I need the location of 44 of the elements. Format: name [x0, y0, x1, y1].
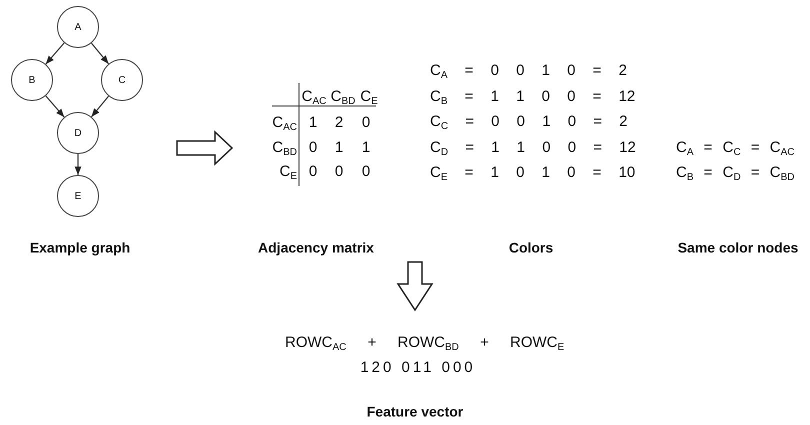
- matrix-header: C$_{E}$: [279, 164, 297, 180]
- color-equation: C$_{B}$ = C$_{D}$ = C$_{BD}$: [676, 164, 795, 182]
- feature-vector-value: 120 011 000: [360, 360, 476, 376]
- matrix-header: C$_{BD}$: [272, 140, 297, 156]
- matrix-value: 0: [308, 164, 318, 180]
- node-label: E: [74, 190, 82, 202]
- color-equation: C$_{C}$ = 0 0 1 0 = 2: [430, 114, 628, 130]
- caption: Feature vector: [366, 404, 464, 420]
- arrow: [45, 42, 65, 65]
- matrix-header: C$_{BD}$: [330, 88, 356, 106]
- color-equation: C$_{A}$ = C$_{C}$ = C$_{AC}$: [676, 140, 795, 156]
- matrix-value: 2: [334, 114, 344, 132]
- matrix-value: 1: [362, 140, 370, 156]
- arrow: [74, 154, 82, 175]
- matrix-value: 0: [308, 140, 318, 156]
- graph-node-circle: [57, 175, 99, 217]
- node-label: C: [118, 74, 126, 86]
- matrix-value: 1: [334, 140, 344, 156]
- matrix-value: 0: [362, 164, 370, 180]
- caption: Same color nodes: [678, 240, 798, 256]
- caption: Example graph: [30, 240, 130, 256]
- matrix-header: C$_{E}$: [360, 88, 378, 106]
- arrow: [90, 96, 110, 118]
- graph-node-circle: [101, 59, 143, 101]
- caption: Colors: [508, 240, 554, 256]
- matrix-value: 0: [334, 164, 344, 180]
- graph-node-circle: [11, 59, 53, 101]
- caption: Adjacency matrix: [258, 240, 374, 256]
- arrow: [45, 95, 65, 118]
- node-label: D: [74, 128, 82, 138]
- matrix-header: C$_{AC}$: [272, 114, 297, 132]
- matrix-value: 1: [308, 114, 318, 132]
- node-label: B: [28, 74, 36, 86]
- feature-formula: ROWC$_{AC}$ + ROWC$_{BD}$ + ROWC$_{E}$: [285, 334, 564, 352]
- color-equation: C$_{D}$ = 1 1 0 0 = 12: [430, 140, 636, 156]
- color-equation: C$_{B}$ = 1 1 0 0 = 12: [430, 88, 636, 106]
- node-label: A: [74, 22, 82, 32]
- matrix-value: 0: [362, 114, 370, 132]
- graph-node-circle: [57, 112, 99, 154]
- color-equation: C$_{E}$ = 1 0 1 0 = 10: [430, 164, 636, 182]
- color-equation: C$_{A}$ = 0 0 1 0 = 2: [430, 62, 627, 80]
- graph-node-circle: [57, 6, 99, 48]
- matrix-header: C$_{AC}$: [302, 88, 326, 106]
- arrow: [90, 42, 110, 64]
